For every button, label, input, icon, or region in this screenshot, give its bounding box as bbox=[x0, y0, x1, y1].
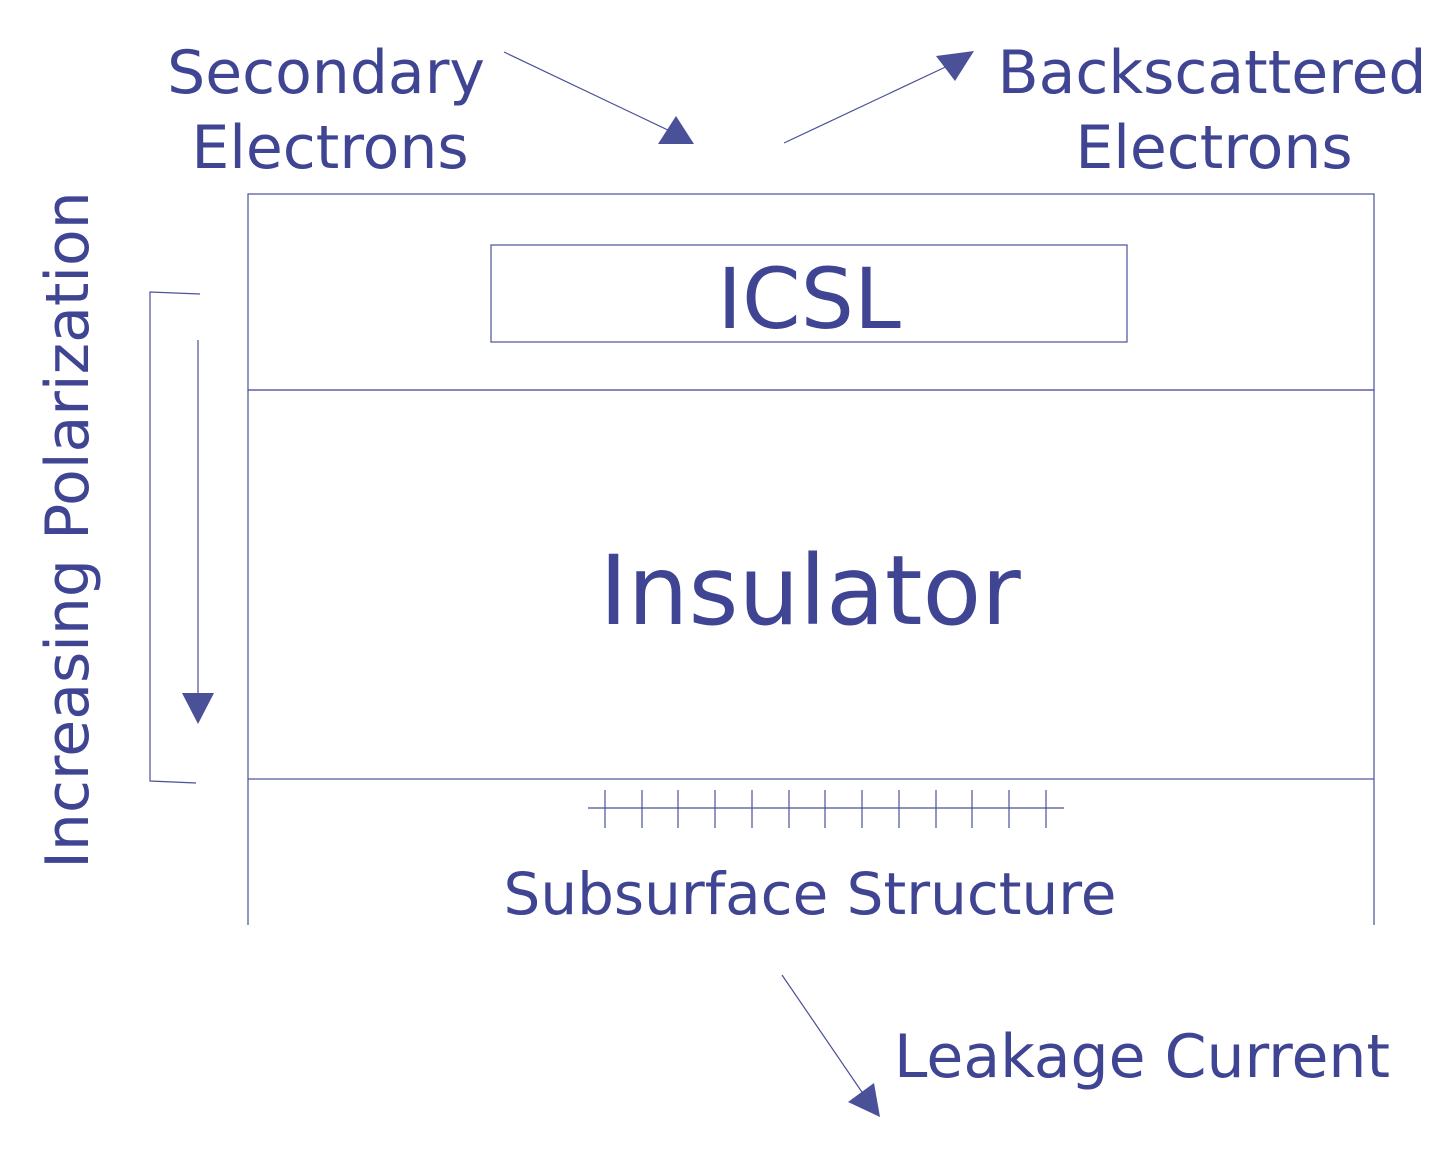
leakage-current-label: Leakage Current bbox=[894, 1022, 1390, 1092]
increasing-polarization-label: Increasing Polarization bbox=[33, 191, 103, 869]
backscattered-electrons-arrow bbox=[783, 51, 974, 144]
backscattered-electrons-label-line1: Backscattered bbox=[998, 38, 1427, 108]
subsurface-ticks bbox=[588, 790, 1064, 828]
layer-stack bbox=[247, 193, 1375, 925]
icsl-box bbox=[490, 244, 1128, 343]
insulator-label: Insulator bbox=[599, 535, 1021, 647]
insulator-box bbox=[247, 389, 1375, 780]
secondary-electrons-label-line2: Electrons bbox=[191, 113, 468, 183]
secondary-electrons-arrow bbox=[503, 51, 694, 144]
polarization-arrow bbox=[182, 340, 214, 724]
subsurface-structure-label: Subsurface Structure bbox=[504, 860, 1117, 928]
backscattered-electrons-label-line2: Electrons bbox=[1075, 113, 1352, 183]
polarization-bracket bbox=[149, 291, 201, 784]
leakage-current-arrow bbox=[781, 974, 880, 1117]
secondary-electrons-label-line1: Secondary bbox=[167, 38, 485, 108]
icsl-label: ICSL bbox=[717, 250, 901, 348]
